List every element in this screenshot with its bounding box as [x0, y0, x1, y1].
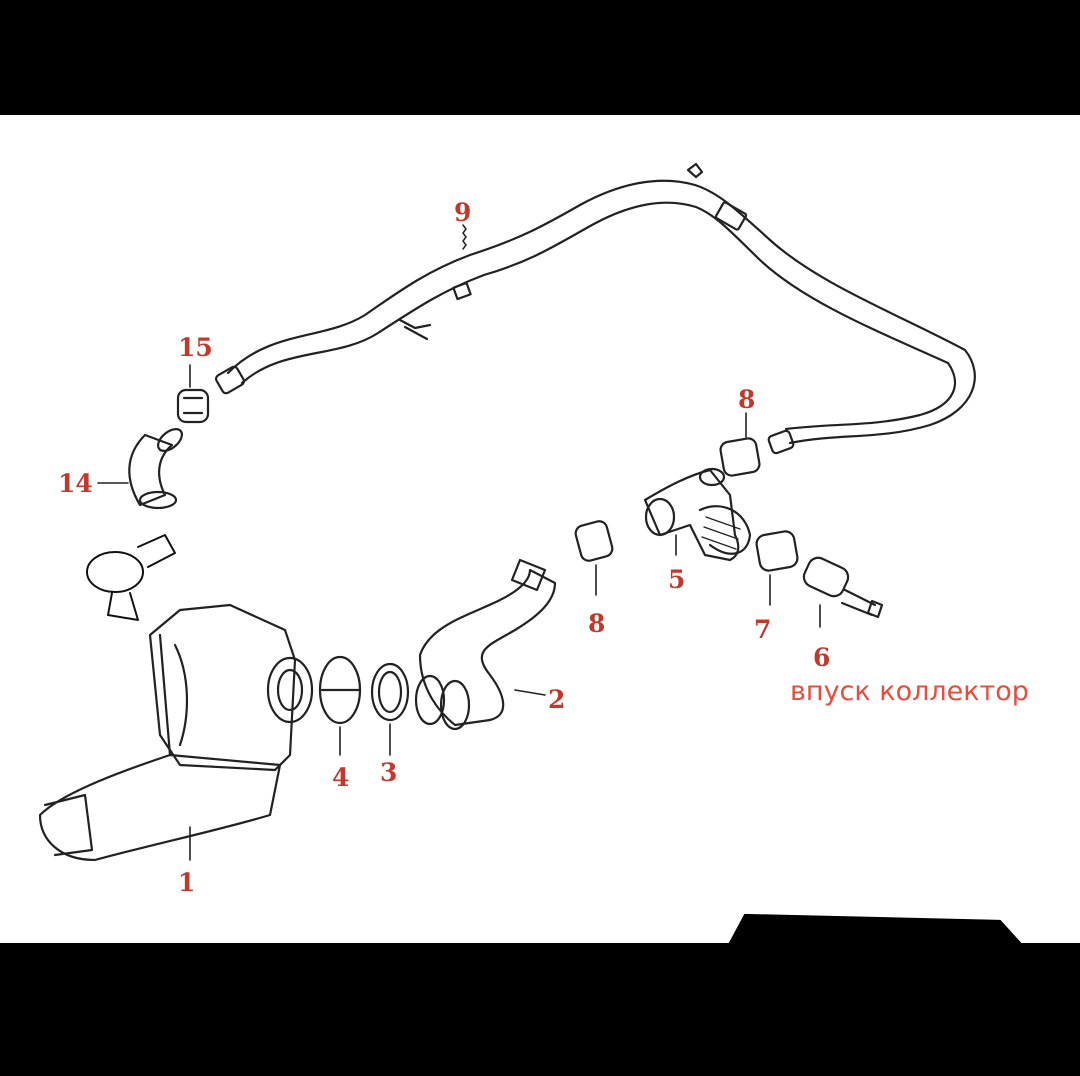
- callout-9: 9: [454, 198, 472, 227]
- bottom-black-band: [0, 943, 1080, 1076]
- callout-14: 14: [58, 469, 93, 498]
- callout-15: 15: [178, 333, 213, 362]
- clamp-7: [755, 530, 799, 606]
- tee-5: [643, 467, 752, 562]
- clamp-8-lower: [574, 520, 614, 596]
- ring-3: [370, 662, 410, 756]
- ring-4: [318, 655, 362, 756]
- clamp-8-upper: [719, 412, 761, 477]
- callout-3: 3: [380, 758, 398, 787]
- hose-2: [414, 558, 557, 731]
- callout-7: 7: [754, 615, 772, 644]
- callout-8-lower: 8: [588, 609, 606, 638]
- callout-4: 4: [332, 763, 350, 792]
- clamp-15: [176, 364, 210, 424]
- valve-6: [802, 556, 884, 628]
- bottom-artifact: [728, 913, 1022, 943]
- housing-1: [38, 603, 314, 862]
- diagram-canvas: 9 15 14 8 8 5 7 6 2 3 4 1 впуск коллекто…: [0, 115, 1080, 943]
- callout-5: 5: [668, 565, 686, 594]
- pipe-9: [214, 162, 976, 455]
- callout-6: 6: [813, 643, 831, 672]
- callout-2: 2: [548, 685, 566, 714]
- intake-manifold-note: впуск коллектор: [790, 676, 1029, 707]
- hose-14: [97, 428, 183, 510]
- callout-8-upper: 8: [738, 385, 756, 414]
- parts-drawing: [38, 162, 1022, 943]
- callout-1: 1: [178, 868, 196, 897]
- top-black-band: [0, 0, 1080, 115]
- hand-sketch: [86, 534, 176, 621]
